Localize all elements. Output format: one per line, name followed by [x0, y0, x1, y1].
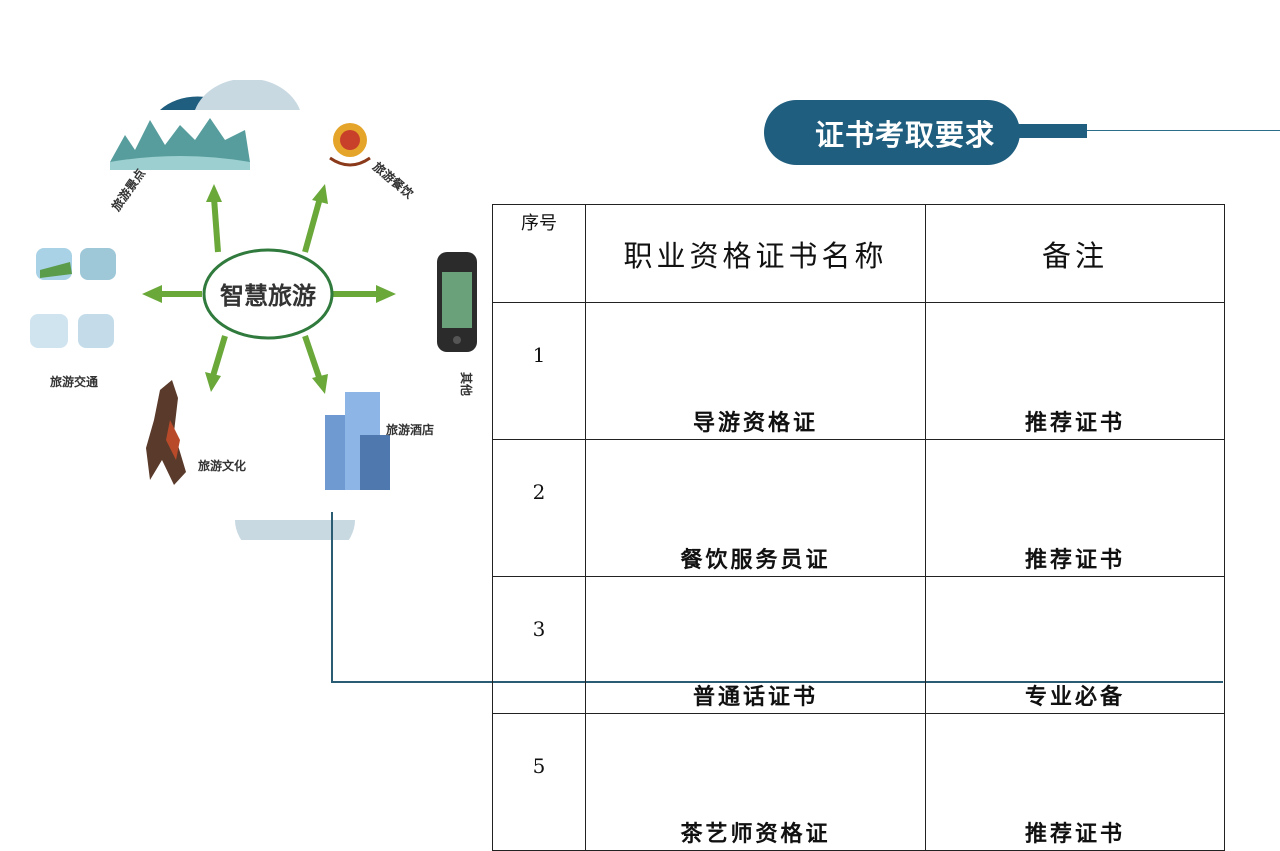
header-seq: 序号 [492, 204, 586, 303]
node-label-hotel: 旅游酒店 [386, 422, 434, 437]
cell-note: 专业必备 [925, 576, 1225, 714]
certificate-table: 序号 职业资格证书名称 备注 1 导游资格证 推荐证书 2 餐饮服务员证 推荐证… [492, 204, 1225, 851]
cell-note: 推荐证书 [925, 439, 1225, 577]
center-ellipse [202, 248, 334, 340]
table-header-row: 序号 职业资格证书名称 备注 [492, 204, 1225, 303]
slide: 智慧旅游 旅游景点 旅游餐饮 其他 [0, 78, 1280, 851]
cell-seq: 2 [492, 439, 586, 577]
title-rule [1085, 130, 1280, 131]
table-row: 3 普通话证书 专业必备 [492, 576, 1225, 714]
node-label-transport: 旅游交通 [50, 374, 98, 389]
cell-name: 导游资格证 [585, 302, 926, 440]
title-accent-bar [1015, 124, 1087, 138]
cell-name: 餐饮服务员证 [585, 439, 926, 577]
cell-name: 普通话证书 [585, 576, 926, 714]
cell-seq: 5 [492, 713, 586, 851]
node-label-catering: 旅游餐饮 [370, 159, 417, 202]
cell-name: 茶艺师资格证 [585, 713, 926, 851]
cell-note: 推荐证书 [925, 302, 1225, 440]
arrows [142, 184, 396, 394]
table-row: 2 餐饮服务员证 推荐证书 [492, 439, 1225, 577]
scenic-spot-image [110, 118, 250, 170]
node-label-culture: 旅游文化 [198, 458, 246, 473]
transport-image [30, 248, 116, 348]
smart-tourism-diagram: 智慧旅游 旅游景点 旅游餐饮 其他 [0, 78, 500, 565]
hotel-image [325, 392, 390, 490]
cell-seq: 1 [492, 302, 586, 440]
connector-line-vertical [331, 512, 333, 683]
center-label: 智慧旅游 [220, 282, 316, 310]
title-banner: 证书考取要求 [764, 100, 1020, 165]
culture-image [146, 380, 186, 485]
page-title: 证书考取要求 [814, 117, 995, 152]
table-row: 1 导游资格证 推荐证书 [492, 302, 1225, 440]
phone-image [437, 252, 477, 352]
node-label-scenic: 旅游景点 [108, 166, 148, 214]
cell-note: 推荐证书 [925, 713, 1225, 851]
header-note: 备注 [925, 204, 1225, 303]
node-label-other: 其他 [459, 372, 474, 396]
table-row: 5 茶艺师资格证 推荐证书 [492, 713, 1225, 851]
cell-seq: 3 [492, 576, 586, 714]
catering-image [329, 123, 371, 167]
header-name: 职业资格证书名称 [585, 204, 926, 303]
